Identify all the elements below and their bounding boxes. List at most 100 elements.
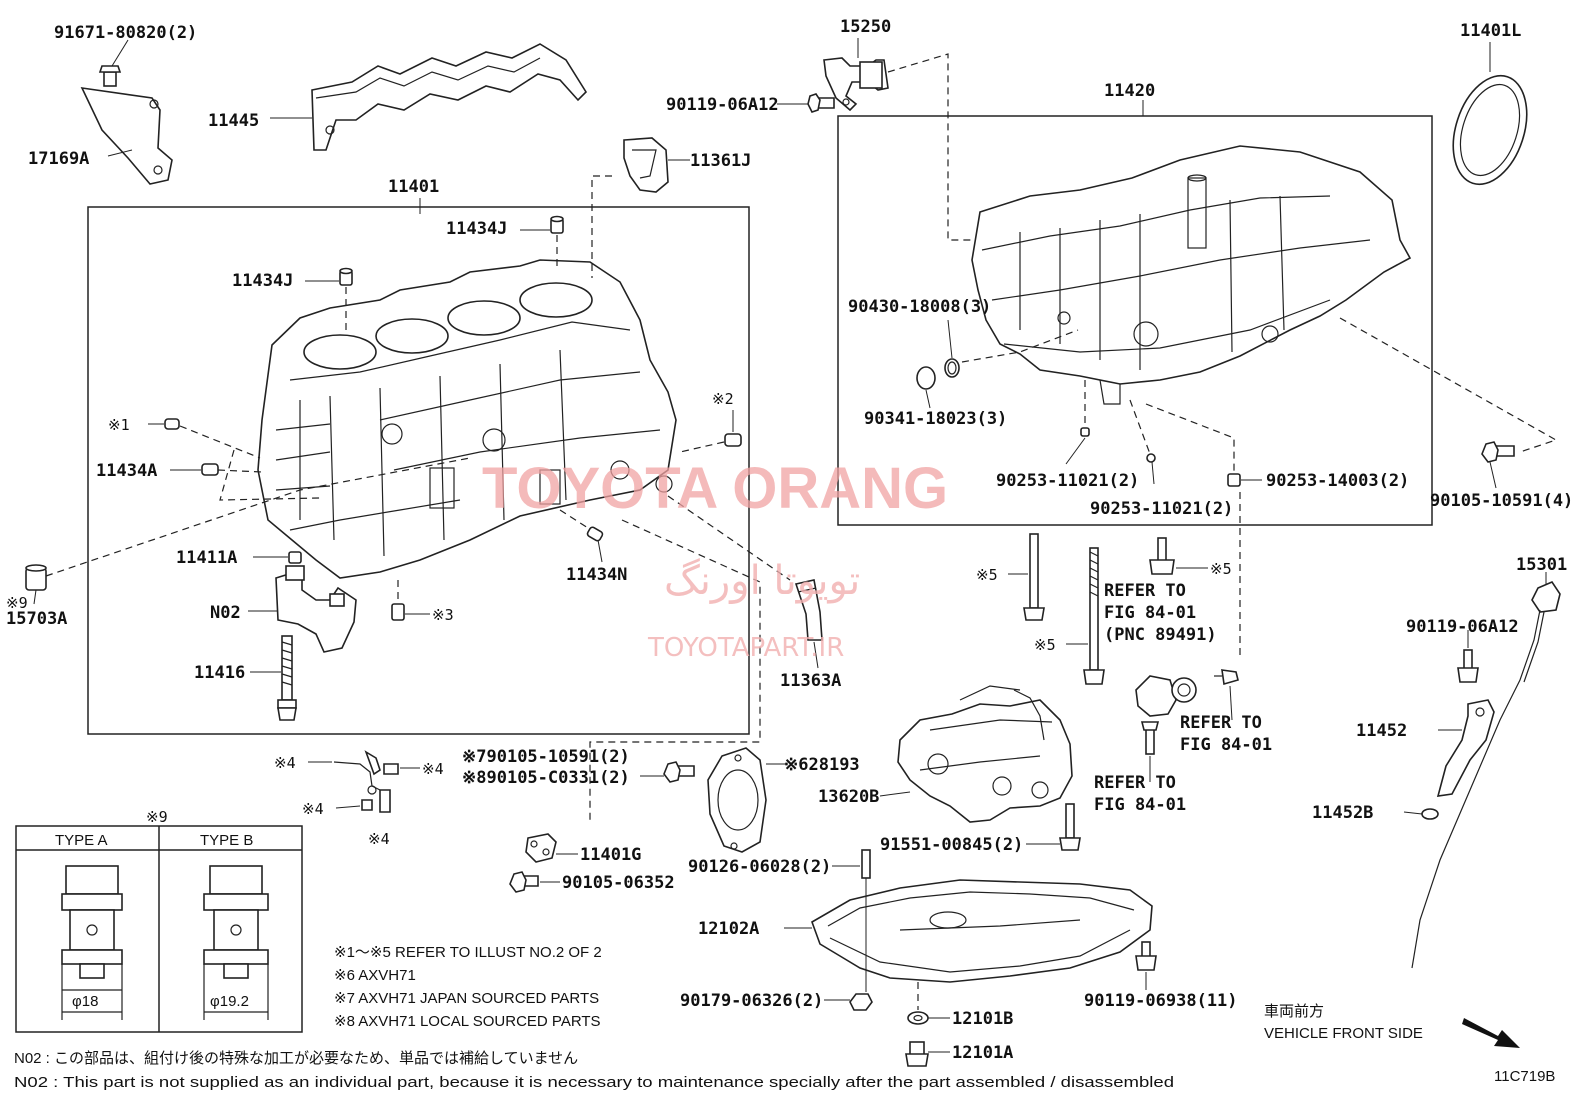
- label-11434n[interactable]: 11434N: [566, 565, 627, 585]
- o-ring-11452b[interactable]: [1421, 808, 1439, 820]
- mark-3: ※3: [432, 606, 454, 624]
- bolt-sensor-lower[interactable]: [1140, 721, 1160, 755]
- bolt-mark-4-small[interactable]: [361, 789, 391, 813]
- bolt-11416[interactable]: [277, 635, 297, 721]
- ref3-line2: FIG 84-01: [1094, 795, 1186, 815]
- bolt-90119-06a12-top[interactable]: [807, 93, 835, 113]
- oil-pan-upper-11420[interactable]: [971, 145, 1412, 405]
- oil-seal-11401l[interactable]: [1440, 66, 1539, 194]
- bolt-mark-5-b[interactable]: [1083, 547, 1105, 685]
- label-15703a[interactable]: 15703A: [6, 609, 67, 629]
- dowel-pin-11434a[interactable]: [201, 463, 219, 476]
- bolt-mark-5-a[interactable]: [1023, 533, 1045, 621]
- bolt-90105-10591-lower[interactable]: [663, 761, 695, 783]
- dowel-pin-11411a[interactable]: [288, 551, 302, 564]
- label-90105-06352[interactable]: 90105-06352: [562, 873, 675, 893]
- dipstick-guide-11452[interactable]: [1436, 699, 1495, 797]
- cover-11361j[interactable]: [623, 137, 669, 193]
- label-12101a[interactable]: 12101A: [952, 1043, 1013, 1063]
- insulator-11445[interactable]: [311, 43, 588, 151]
- cylinder-block-11401[interactable]: [257, 259, 677, 579]
- label-11434a[interactable]: 11434A: [96, 461, 157, 481]
- label-11411a[interactable]: 11411A: [176, 548, 237, 568]
- label-11401g[interactable]: 11401G: [580, 845, 641, 865]
- label-11401[interactable]: 11401: [388, 177, 439, 197]
- label-13620b[interactable]: 13620B: [818, 787, 879, 807]
- bolt-mark-5-c[interactable]: [1149, 537, 1175, 575]
- pin-90253-11021-b[interactable]: [1146, 453, 1156, 463]
- label-90253-14003[interactable]: 90253-14003(2): [1266, 471, 1409, 491]
- dipstick-15301[interactable]: [1411, 581, 1561, 969]
- bracket-11401g[interactable]: [525, 833, 557, 863]
- label-90119-06a12-right[interactable]: 90119-06A12: [1406, 617, 1519, 637]
- label-11361j[interactable]: 11361J: [690, 151, 751, 171]
- label-11401l[interactable]: 11401L: [1460, 21, 1521, 41]
- label-mark-8-90105-c0331[interactable]: ※890105-C0331(2): [462, 768, 630, 788]
- mark-7: ※7: [462, 747, 486, 767]
- oil-pump-13620b[interactable]: [897, 685, 1073, 823]
- sensor-connector-clip[interactable]: [1214, 669, 1239, 686]
- bearing-cap-n02[interactable]: [275, 565, 357, 653]
- label-n02[interactable]: N02: [210, 603, 241, 623]
- label-90253-11021-b[interactable]: 90253-11021(2): [1090, 499, 1233, 519]
- dowel-pin-mark-3[interactable]: [391, 603, 405, 621]
- label-91671-80820[interactable]: 91671-80820(2): [54, 23, 197, 43]
- bolt-90119-06a12-right[interactable]: [1457, 649, 1479, 683]
- label-11434j-top[interactable]: 11434J: [446, 219, 507, 239]
- pipe-11363a[interactable]: [794, 579, 823, 641]
- oil-control-valve-15250[interactable]: [823, 57, 889, 112]
- oil-pan-12102a[interactable]: [811, 879, 1153, 983]
- dowel-pin-11434n[interactable]: [586, 526, 604, 542]
- label-12101b[interactable]: 12101B: [952, 1009, 1013, 1029]
- label-15250[interactable]: 15250: [840, 17, 891, 37]
- label-90430-18008[interactable]: 90430-18008(3): [848, 297, 991, 317]
- label-mark-6-28193[interactable]: ※628193: [784, 755, 860, 775]
- label-11434j-left[interactable]: 11434J: [232, 271, 293, 291]
- bolt-90119-06938[interactable]: [1135, 941, 1157, 971]
- label-90119-06a12-top[interactable]: 90119-06A12: [666, 95, 779, 115]
- dowel-pin-mark-1[interactable]: [164, 418, 180, 430]
- drain-plug-12101a[interactable]: [905, 1041, 929, 1067]
- label-91551-00845[interactable]: 91551-00845(2): [880, 835, 1023, 855]
- label-90105-10591-right[interactable]: 90105-10591(4): [1430, 491, 1573, 511]
- plug-90341-18023[interactable]: [916, 366, 936, 390]
- bolt-91551-00845[interactable]: [1059, 803, 1081, 851]
- label-90179-06326[interactable]: 90179-06326(2): [680, 991, 823, 1011]
- label-17169a[interactable]: 17169A: [28, 149, 89, 169]
- label-12102a[interactable]: 12102A: [698, 919, 759, 939]
- label-90341-18023[interactable]: 90341-18023(3): [864, 409, 1007, 429]
- gasket-28193[interactable]: [707, 747, 767, 853]
- refer-to-fig-84-01-c[interactable]: REFER TO FIG 84-01: [1094, 773, 1186, 815]
- ref1-line1: REFER TO: [1104, 581, 1186, 601]
- label-15301[interactable]: 15301: [1516, 555, 1567, 575]
- plug-15703a[interactable]: [25, 564, 47, 591]
- label-11363a[interactable]: 11363A: [780, 671, 841, 691]
- bolt-90105-06352[interactable]: [509, 871, 539, 893]
- label-11420[interactable]: 11420: [1104, 81, 1155, 101]
- label-90253-11021-a[interactable]: 90253-11021(2): [996, 471, 1139, 491]
- bracket-17169a[interactable]: [80, 65, 173, 185]
- nut-90179-06326[interactable]: [849, 993, 873, 1011]
- label-11452[interactable]: 11452: [1356, 721, 1407, 741]
- dowel-pin-11434j-left[interactable]: [339, 267, 353, 286]
- dowel-pin-11434j-top[interactable]: [550, 215, 564, 234]
- oil-pressure-switch[interactable]: [1135, 675, 1197, 717]
- o-ring-90430-18008[interactable]: [944, 358, 960, 378]
- label-11416[interactable]: 11416: [194, 663, 245, 683]
- pin-90253-14003[interactable]: [1227, 473, 1241, 487]
- type-b-header: TYPE B: [200, 832, 253, 849]
- stud-90126-06028[interactable]: [861, 849, 871, 879]
- label-90119-06938[interactable]: 90119-06938(11): [1084, 991, 1238, 1011]
- refer-to-fig-84-01-pnc[interactable]: REFER TO FIG 84-01 (PNC 89491): [1104, 581, 1217, 645]
- label-mark-7-90105-10591[interactable]: ※790105-10591(2): [462, 747, 630, 767]
- gasket-12101b[interactable]: [907, 1011, 929, 1025]
- wire-bracket-mark-4[interactable]: [333, 750, 399, 795]
- label-90126-06028[interactable]: 90126-06028(2): [688, 857, 831, 877]
- label-11445[interactable]: 11445: [208, 111, 259, 131]
- refer-to-fig-84-01-b[interactable]: REFER TO FIG 84-01: [1180, 713, 1272, 755]
- pin-90253-11021-a[interactable]: [1080, 427, 1090, 437]
- label-11452b[interactable]: 11452B: [1312, 803, 1373, 823]
- dowel-pin-mark-2[interactable]: [724, 433, 742, 447]
- bolt-90105-10591-right[interactable]: [1481, 441, 1515, 463]
